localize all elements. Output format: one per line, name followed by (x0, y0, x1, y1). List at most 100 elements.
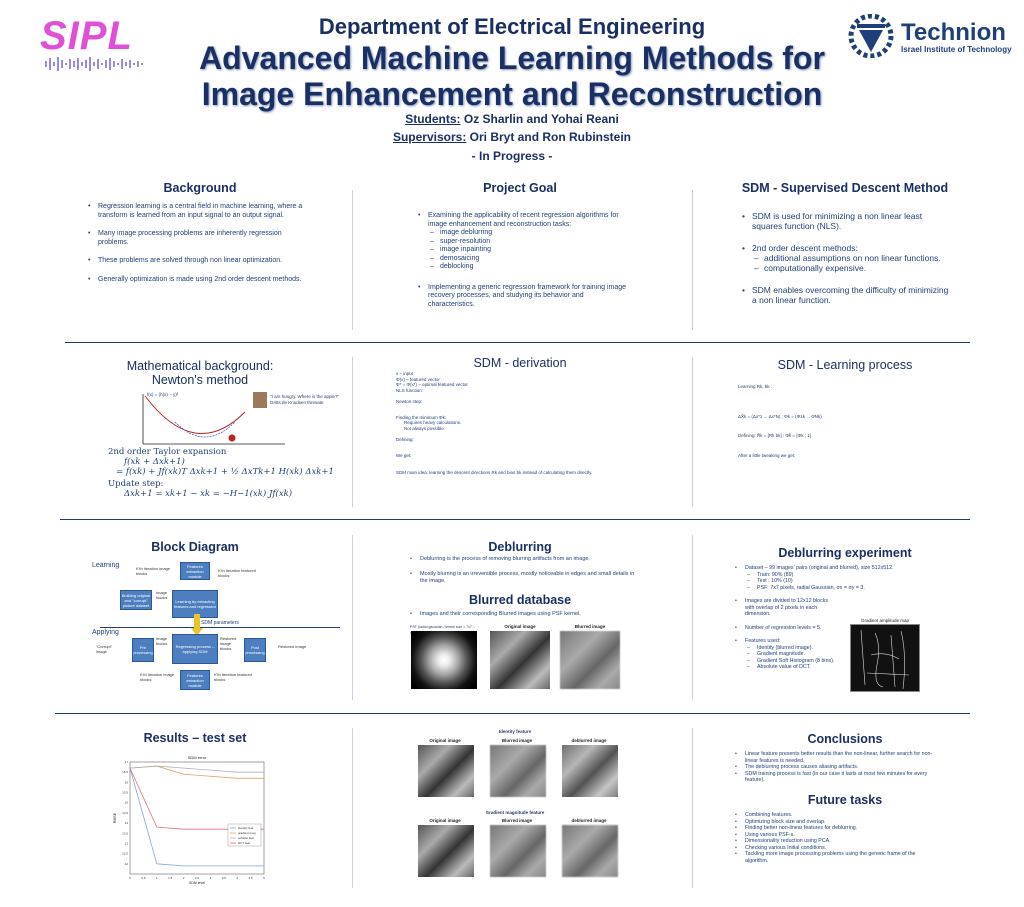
blurred-image (560, 631, 620, 689)
divider (692, 535, 693, 700)
x-tick-label: 5 (263, 876, 265, 880)
derivation-line: NLS function: (396, 387, 424, 393)
goal-task: super-resolution (418, 238, 628, 247)
update-label: Update step: (108, 479, 164, 489)
diagram-box: Building original and "corrupt" picture … (120, 590, 152, 610)
taylor-label: 2nd order Taylor expansion (108, 447, 227, 457)
goal-item: Implementing a generic regression framew… (418, 284, 628, 310)
conclusions-text: Linear feature presents better results t… (735, 751, 940, 784)
experiment-sub: Identity (blurred image). (735, 645, 935, 652)
diagram-box: Learning by extracting features and regr… (172, 590, 218, 618)
x-tick-label: 3 (210, 876, 212, 880)
result-deblurred-image (562, 825, 618, 877)
derivation-line: We get: (396, 452, 412, 458)
technion-subtitle: Israel Institute of Technology (901, 45, 1012, 54)
future-item: Optimizing block size and overlap. (735, 819, 940, 826)
divider (352, 728, 353, 888)
legend-label: identity feat (238, 826, 254, 830)
x-tick-label: 0.5 (141, 876, 146, 880)
results-heading: Results – test set (143, 731, 247, 745)
experiment-item: Features used: (735, 638, 935, 645)
legend-box (227, 823, 262, 847)
department-title: Department of Electrical Engineering (318, 14, 706, 39)
title-line-1: Advanced Machine Learning Methods for (199, 40, 825, 76)
learning-heading: SDM - Learning process (777, 358, 913, 372)
learning-label: Learning (92, 562, 120, 569)
diagram-box: Pre processing (132, 638, 154, 662)
x-tick-label: 3.5 (222, 876, 227, 880)
future-item: Tackling more image processing problems … (735, 851, 940, 864)
students-label: Students: (405, 112, 461, 126)
legend-label: gradient mag (238, 831, 256, 835)
poster-title: Advanced Machine Learning Methods for Im… (0, 40, 1024, 112)
derivation-line: Φ* = Φ(x*) – optimal featured vector (396, 382, 468, 387)
diagram-box: Features extraction module (180, 562, 210, 580)
blurred-db-text: Images and their corresponding Blurred i… (410, 611, 640, 628)
future-text: Combining features. Optimizing block siz… (735, 812, 940, 864)
gradient-map-edges (860, 629, 910, 690)
y-axis-label: RMSE (113, 812, 117, 823)
technion-emblem-icon (848, 14, 894, 58)
future-item: Combining features. (735, 812, 940, 819)
goal-task: demosaicing (418, 255, 628, 264)
x-tick-label: 4 (236, 876, 238, 880)
supervisors-label: Supervisors: (392, 130, 467, 144)
newton-fig-label: f(x) = (h(x) − y)² (147, 392, 179, 397)
experiment-sub: Absolute value of DCT. (735, 664, 935, 671)
plot-area (129, 761, 265, 875)
portrait-icon (253, 392, 267, 408)
experiment-sub: Test : 10% (10) (735, 578, 935, 585)
original-image (490, 631, 550, 689)
newton-quote: "I am hungry. Where is the apple?" Gritt… (270, 394, 340, 405)
experiment-item: Images are divided to 12x12 blocks with … (735, 598, 835, 618)
y-tick-label: 12.5 (122, 852, 128, 856)
block-diagram-heading: Block Diagram (151, 540, 239, 554)
experiment-sub: Gradient Soft Histogram (8 bins). (735, 658, 935, 665)
blurred-caption: Blurred image (574, 624, 606, 629)
divider (352, 190, 353, 330)
conclusion-item: Linear feature presents better results t… (735, 751, 940, 764)
x-tick-label: 4.5 (249, 876, 254, 880)
background-text: Regression learning is a central field i… (88, 203, 313, 294)
sdm-item: 2nd order descent methods: (742, 243, 952, 253)
gradient-map-caption: Gradient amplitude map (860, 618, 910, 623)
deblurring-heading: Deblurring (488, 540, 552, 554)
psf-kernel-image (411, 631, 477, 689)
diagram-note: Restored image (278, 644, 307, 649)
goal-text: Examining the applicability of recent re… (418, 212, 628, 319)
diagram-divider (100, 627, 340, 628)
result-original-image (418, 825, 474, 877)
sdm-item: SDM is used for minimizing a non linear … (742, 211, 952, 231)
derivation-line: Defining: (396, 437, 414, 442)
apple-icon (228, 434, 236, 442)
newton-text: 2nd order Taylor expansion f(xk + Δxk+1)… (98, 447, 348, 499)
status-line: - In Progress - (471, 149, 553, 163)
result-blurred-image (490, 745, 546, 797)
experiment-heading: Deblurring experiment (778, 546, 912, 560)
background-item: Generally optimization is made using 2nd… (88, 276, 313, 285)
deblurring-item: Deblurring is the process of removing bl… (410, 556, 640, 563)
derivation-line: Finding the minimum Φk: (396, 414, 447, 420)
result-caption: Blurred image (501, 738, 533, 743)
diagram-note: K'th iteration featured blocks (218, 568, 256, 578)
goal-heading: Project Goal (483, 181, 557, 195)
derivation-line: Φ(x) – featured vector (396, 376, 440, 382)
diagram-box: Regressing process – applying SDM (172, 634, 218, 664)
applying-label: Applying (92, 629, 119, 636)
result-caption: Original image (429, 818, 461, 823)
students-names: Oz Sharlin and Yohai Reani (463, 112, 619, 126)
divider (692, 357, 693, 507)
section-separator (55, 713, 970, 714)
diagram-box: Features extraction module (180, 670, 210, 690)
conclusion-item: The deblurring process causes aliasing a… (735, 764, 940, 771)
derivation-line: Requires heavy calculations. (404, 420, 462, 425)
result-caption: deblurred image (571, 818, 607, 823)
experiment-sub: PSF: 7x7 pixels, radial Gaussian, σx = σ… (735, 585, 935, 592)
supervisors-names: Ori Bryt and Ron Rubinstein (469, 130, 632, 144)
legend-label: DCT feat (238, 841, 250, 845)
background-item: Regression learning is a central field i… (88, 203, 313, 220)
y-tick-label: 12 (125, 862, 129, 866)
supervisors-line: Supervisors: Ori Bryt and Ron Rubinstein (0, 130, 1024, 144)
newton-heading-line1: Mathematical background: (126, 359, 274, 373)
arrow-down-icon (191, 614, 203, 636)
